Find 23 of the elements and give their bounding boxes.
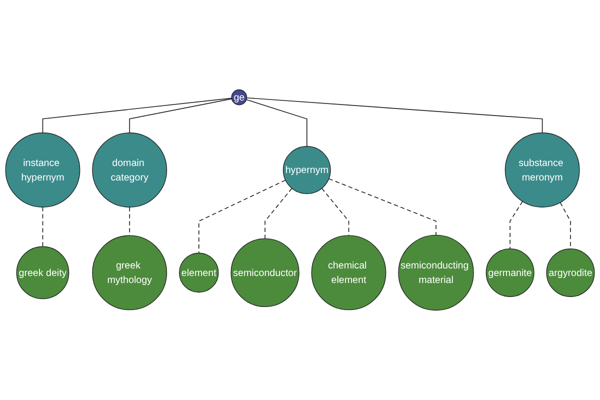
node-circle: substance meronym bbox=[504, 132, 580, 208]
node-circle: element bbox=[178, 252, 219, 293]
node-circle: germanite bbox=[486, 248, 534, 297]
node-circle: greek deity bbox=[16, 246, 70, 300]
connector bbox=[198, 180, 286, 254]
node-circle: domain category bbox=[92, 132, 168, 208]
node-circle: argyrodite bbox=[546, 248, 595, 297]
connector bbox=[510, 201, 523, 250]
node-circle: semiconducting material bbox=[398, 234, 474, 311]
connector bbox=[264, 188, 292, 240]
node-circle: instance hypernym bbox=[5, 132, 80, 208]
node-circle: ge bbox=[231, 89, 248, 106]
connector bbox=[129, 98, 232, 134]
connector bbox=[321, 188, 350, 236]
node-circle: semiconductor bbox=[230, 238, 300, 308]
node-circle: hypernym bbox=[282, 146, 331, 194]
connector bbox=[246, 99, 308, 147]
connector bbox=[328, 178, 436, 236]
node-circle: greek mythology bbox=[92, 235, 168, 310]
connector bbox=[42, 98, 232, 134]
connector bbox=[246, 97, 543, 134]
connector bbox=[42, 206, 44, 248]
node-circle: chemical element bbox=[311, 235, 386, 310]
